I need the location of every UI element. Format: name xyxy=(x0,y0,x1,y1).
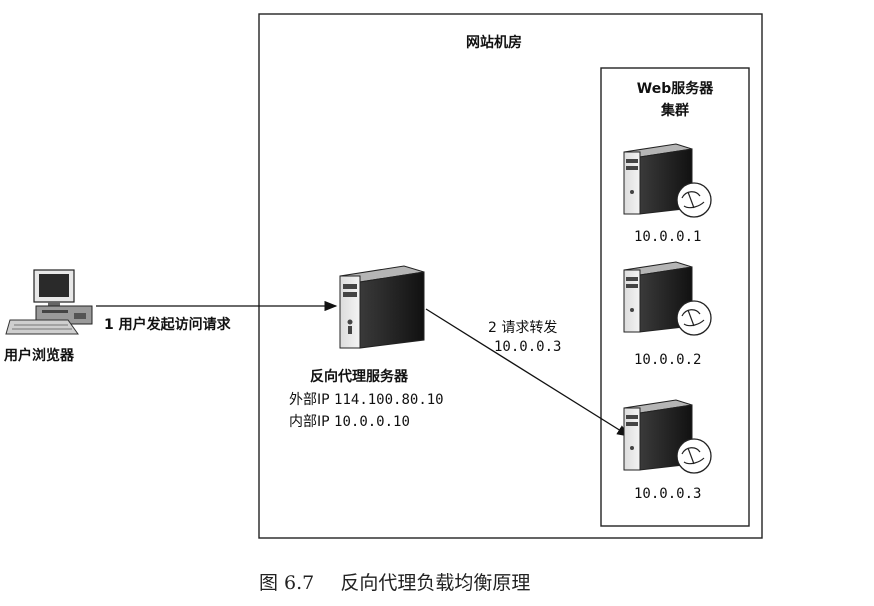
datacenter-frame xyxy=(258,13,763,539)
proxy-name: 反向代理服务器 xyxy=(310,369,408,385)
proxy-server-icon xyxy=(339,265,425,349)
forward-arrow-label: 2 请求转发 xyxy=(488,320,558,336)
request-arrow-label: 1 用户发起访问请求 xyxy=(104,317,231,333)
forward-arrow-ip: 10.0.0.3 xyxy=(494,339,562,355)
proxy-internal-ip-label: 内部IP xyxy=(289,414,330,430)
cluster-label-line1: Web服务器 xyxy=(636,81,714,97)
proxy-internal-ip: 10.0.0.10 xyxy=(334,414,410,430)
proxy-external-ip-row: 外部IP 114.100.80.10 xyxy=(289,389,444,409)
figure-caption: 图 6.7 反向代理负载均衡原理 xyxy=(259,568,530,595)
desktop-computer-icon xyxy=(5,269,93,335)
server-globe-icon xyxy=(623,399,712,474)
cluster-frame xyxy=(600,67,750,527)
client-label: 用户浏览器 xyxy=(4,348,74,364)
proxy-internal-ip-row: 内部IP 10.0.0.10 xyxy=(289,411,410,431)
server-ip-2: 10.0.0.2 xyxy=(634,352,702,368)
server-globe-icon xyxy=(623,261,712,336)
cluster-label-line2: 集群 xyxy=(661,103,689,119)
server-globe-icon xyxy=(623,143,712,218)
figure-title: 反向代理负载均衡原理 xyxy=(340,572,531,594)
cluster-label: Web服务器 集群 xyxy=(601,78,749,122)
figure-number: 图 6.7 xyxy=(259,572,315,594)
proxy-external-ip: 114.100.80.10 xyxy=(334,392,444,408)
datacenter-label: 网站机房 xyxy=(466,35,522,51)
forward-arrow xyxy=(425,308,631,437)
server-ip-1: 10.0.0.1 xyxy=(634,229,702,245)
proxy-external-ip-label: 外部IP xyxy=(289,392,330,408)
server-ip-3: 10.0.0.3 xyxy=(634,486,702,502)
